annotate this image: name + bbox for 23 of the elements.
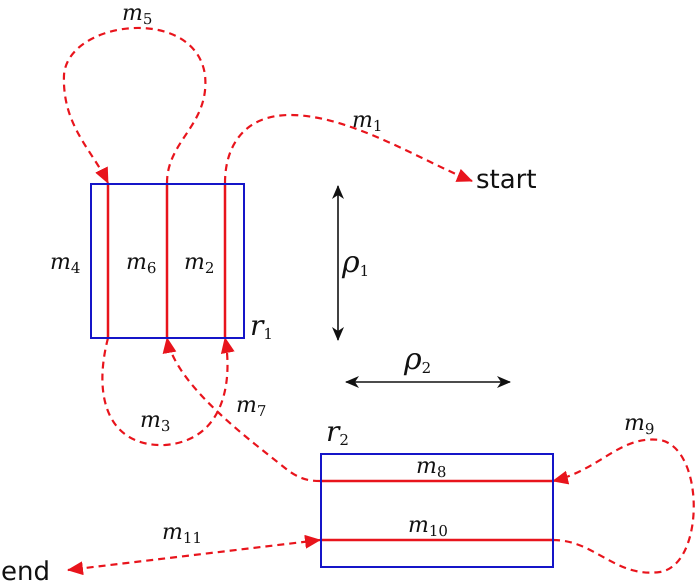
symbol-label: ρ$_{2}$: [404, 345, 432, 376]
edge-label: m$_{5}$: [122, 3, 152, 27]
edge-label: m$_{9}$: [624, 413, 654, 437]
edge-label: m$_{1}$: [352, 110, 382, 134]
edge-label: m$_{11}$: [162, 522, 202, 546]
dashed-path: [62, 27, 206, 184]
segment-label: m$_{4}$: [50, 252, 80, 276]
segment-label: m$_{2}$: [184, 252, 214, 276]
segment-label: m$_{8}$: [416, 456, 446, 480]
edge-label: m$_{7}$: [236, 395, 266, 419]
region-label: r$_{2}$: [326, 418, 349, 448]
region-label: r$_{1}$: [250, 312, 273, 342]
edge-label: m$_{3}$: [140, 410, 170, 434]
point-label: start: [476, 167, 537, 193]
symbol-label: ρ$_{1}$: [342, 248, 370, 279]
dashed-path: [164, 337, 320, 482]
dashed-path: [101, 337, 234, 446]
dashed-path: [224, 114, 473, 184]
segment-label: m$_{6}$: [126, 252, 156, 276]
dashed-path: [552, 438, 695, 574]
dashed-path: [67, 534, 321, 576]
segment-label: m$_{10}$: [408, 515, 448, 539]
point-label: end: [1, 559, 50, 585]
